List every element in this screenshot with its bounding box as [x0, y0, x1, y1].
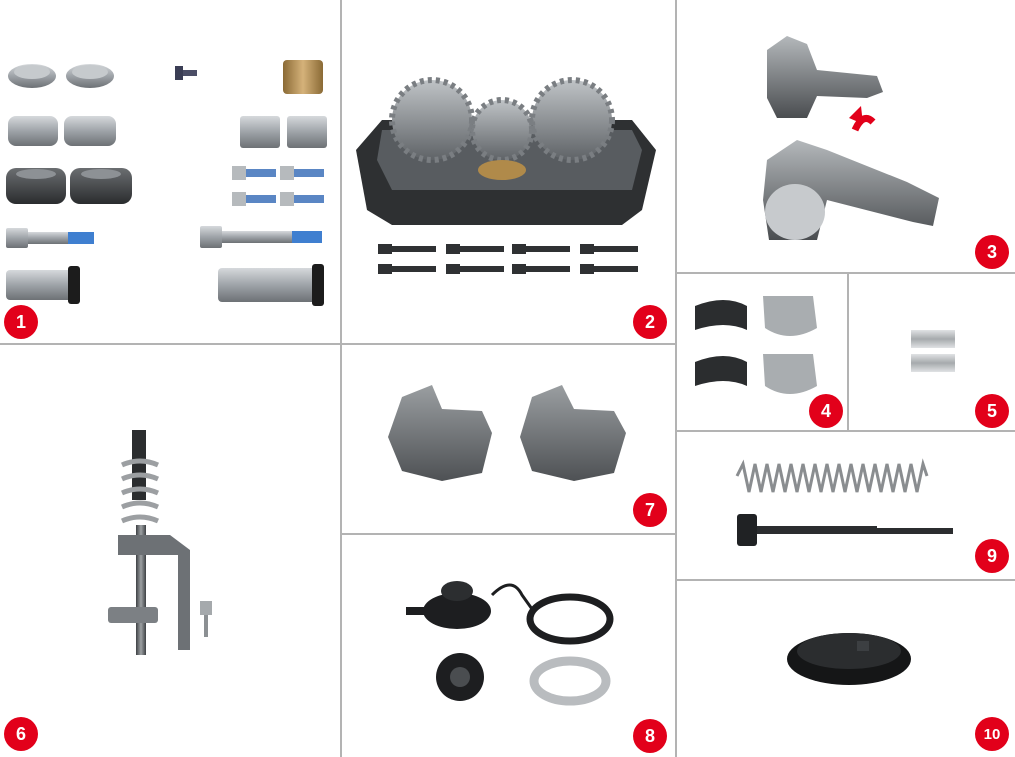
panel-number-badge: 4 — [809, 394, 843, 428]
panel-number-badge: 2 — [633, 305, 667, 339]
cap-seal-icon — [406, 581, 614, 706]
divider-v-small — [847, 272, 849, 432]
bearing-icon — [695, 296, 817, 394]
divider-h-right-3 — [675, 579, 1015, 581]
divider-h-right-2 — [675, 430, 1015, 432]
caliper-repair-kit-icon — [6, 60, 327, 306]
spring-shaft-icon — [735, 458, 953, 546]
cover-plate-icon — [787, 633, 911, 685]
panel-number-badge: 7 — [633, 493, 667, 527]
pad-holder-icon — [388, 385, 626, 481]
panel-3: 3 — [677, 0, 1015, 272]
panel-9: 9 — [677, 432, 1015, 579]
panel-number-badge: 1 — [4, 305, 38, 339]
divider-h-right-1 — [675, 272, 1015, 274]
panel-6: 6 — [0, 345, 340, 757]
adjuster-icon — [108, 430, 212, 655]
panel-number-badge: 3 — [975, 235, 1009, 269]
divider-h-left — [0, 343, 677, 345]
panel-2: 2 — [342, 0, 675, 343]
panel-number-badge: 9 — [975, 539, 1009, 573]
gear-mechanism-icon — [356, 77, 656, 274]
panel-number-badge: 6 — [4, 717, 38, 751]
divider-v-left — [340, 0, 342, 757]
panel-5: 5 — [849, 274, 1015, 430]
panel-10: 10 — [677, 581, 1015, 757]
lever-icon — [763, 36, 939, 240]
panel-4: 4 — [677, 274, 847, 430]
panel-1: 1 — [0, 0, 340, 343]
divider-v-right — [675, 0, 677, 757]
pin-icon — [911, 330, 955, 372]
panel-number-badge: 8 — [633, 719, 667, 753]
panel-8: 8 — [342, 535, 675, 757]
panel-7: 7 — [342, 345, 675, 533]
panel-number-badge: 5 — [975, 394, 1009, 428]
panel-number-badge: 10 — [975, 717, 1009, 751]
divider-h-mid — [340, 533, 677, 535]
